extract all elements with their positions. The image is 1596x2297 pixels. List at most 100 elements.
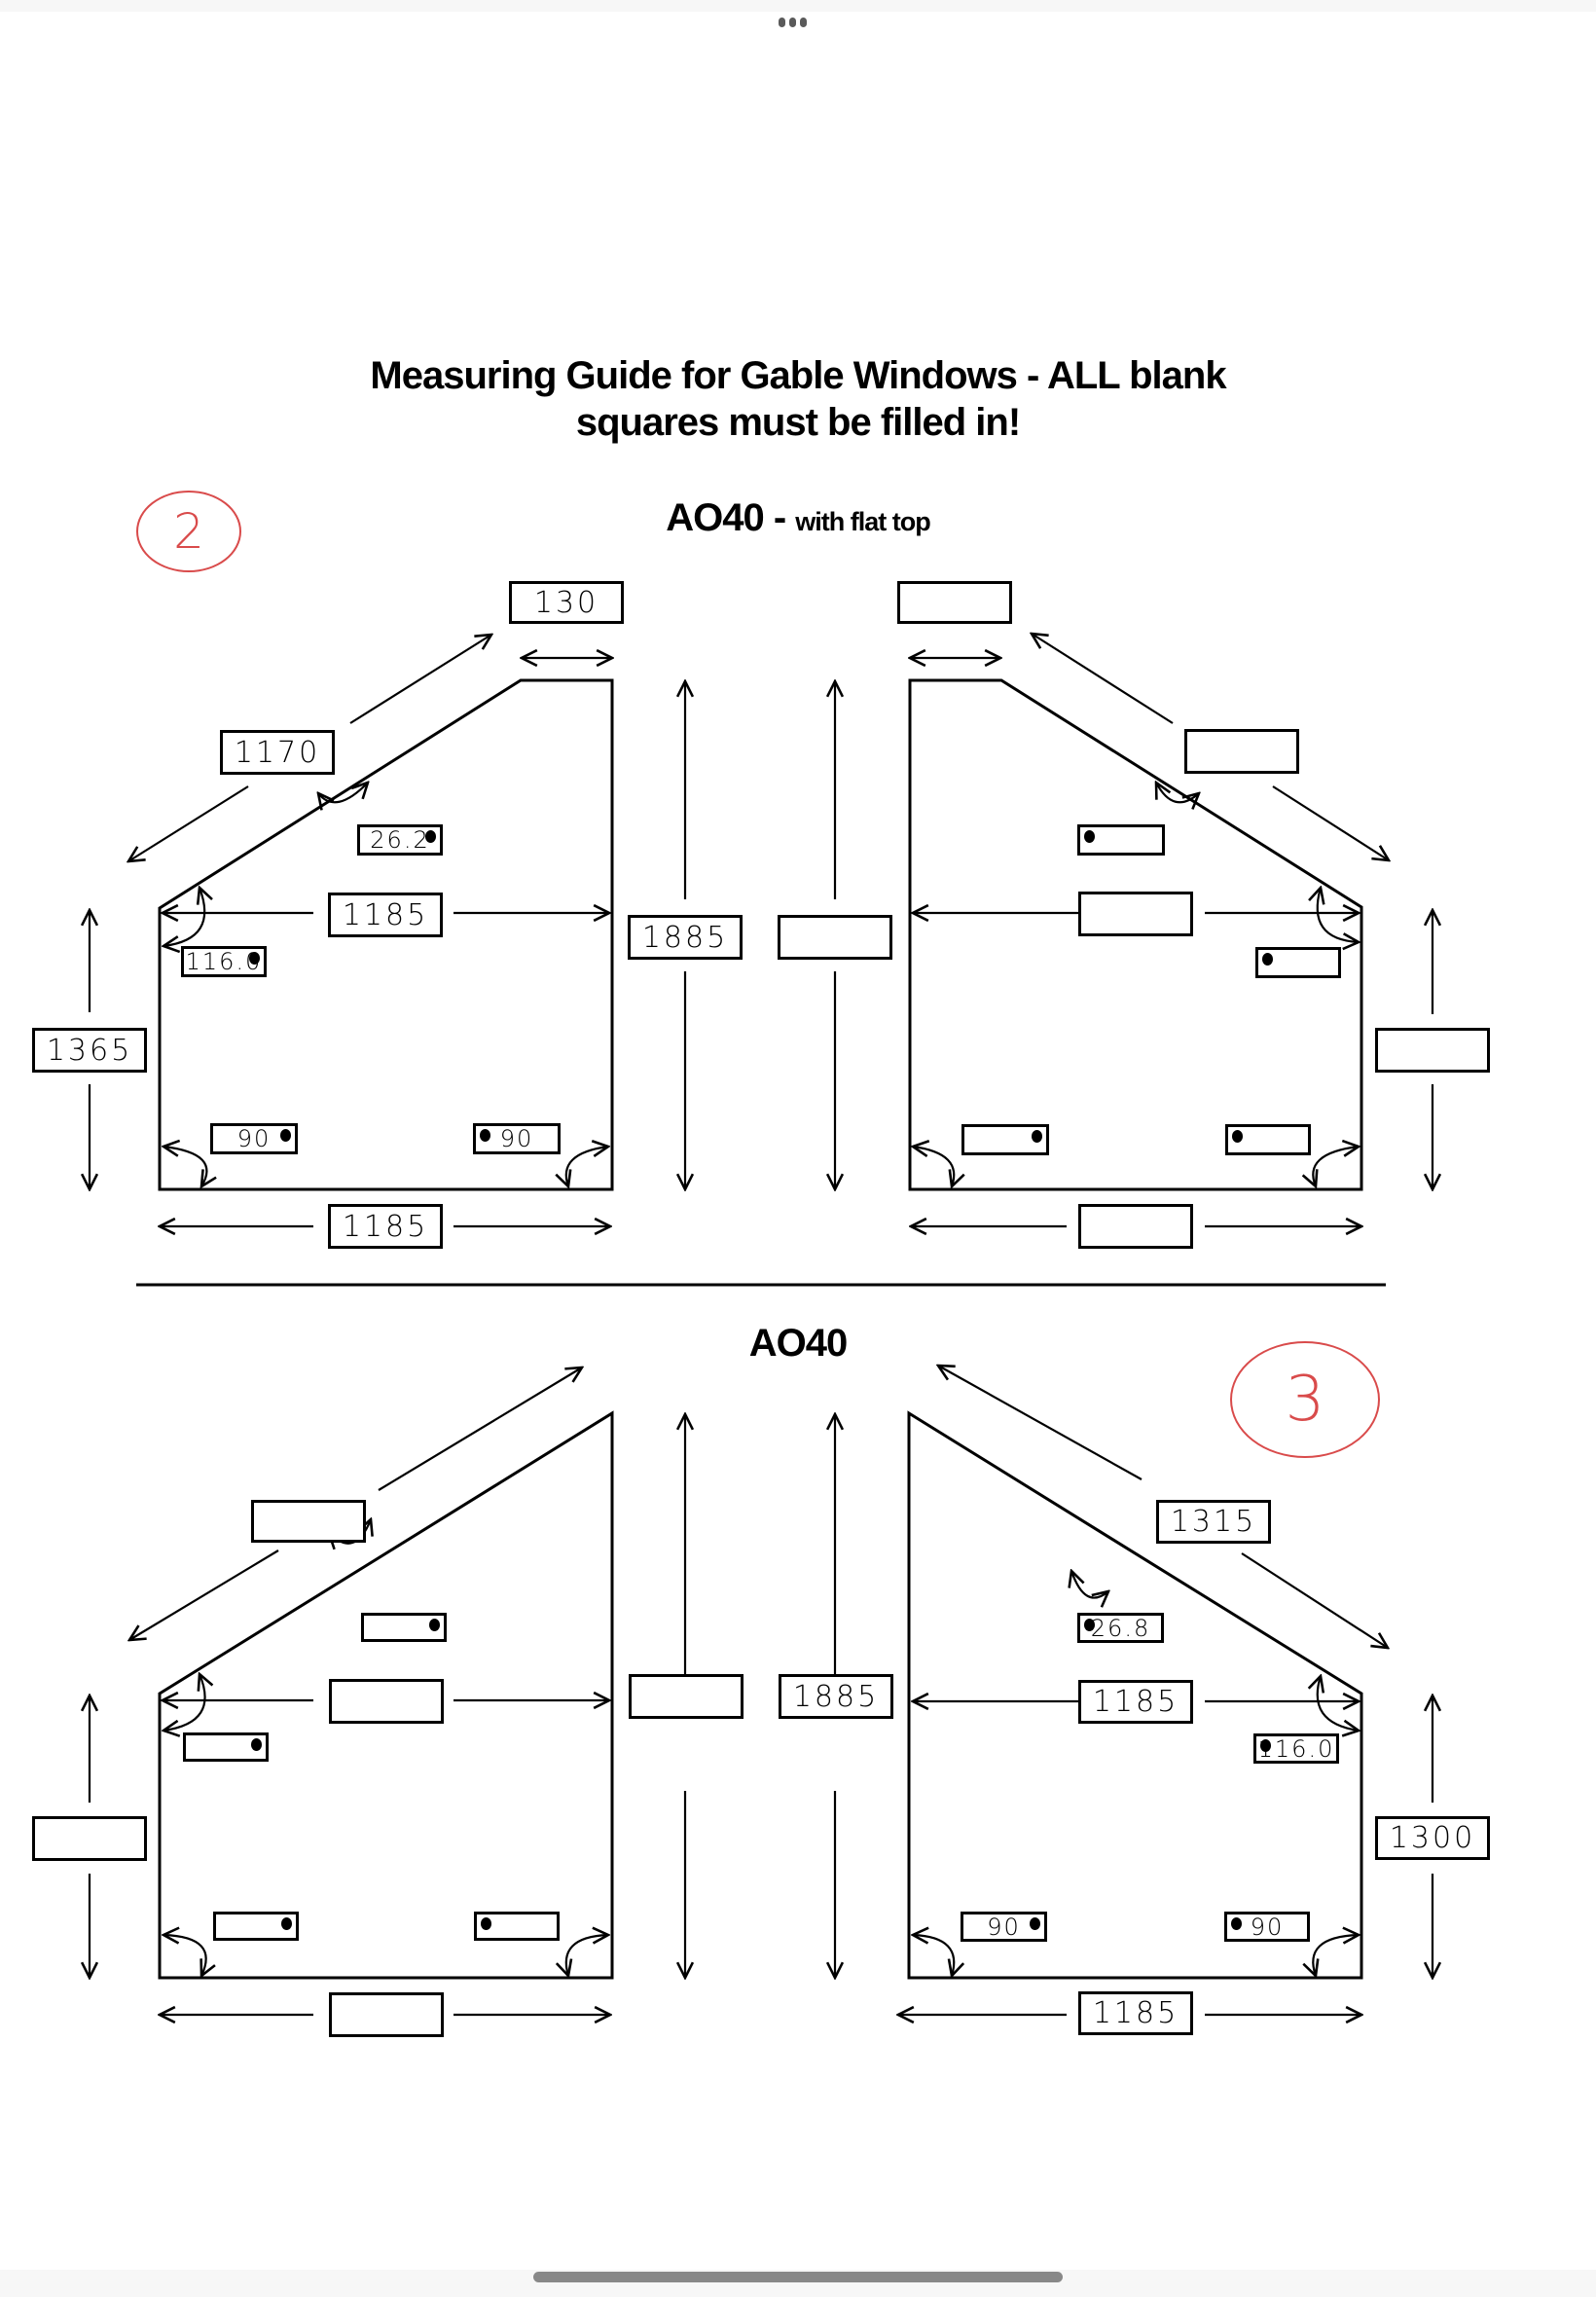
slope-angle-field[interactable]: 26.8 — [1077, 1613, 1164, 1643]
angle-arc-bottom-left — [913, 1935, 954, 1976]
left-height-field[interactable] — [32, 1816, 147, 1861]
annotation-number: 3 — [1285, 1364, 1325, 1436]
angle-arc-bottom-right — [566, 1935, 608, 1976]
mid-width-field[interactable] — [1078, 892, 1193, 936]
right-height-field[interactable]: 1885 — [628, 915, 743, 960]
section-separator: - — [763, 496, 796, 539]
left-height-field[interactable]: 1365 — [32, 1028, 147, 1073]
angle-arc-bottom-right — [566, 1147, 608, 1186]
window-shape-bottom-right — [907, 1410, 1363, 1980]
degree-icon — [1084, 830, 1095, 843]
field-value: 116.0 — [185, 948, 263, 975]
arrow-slope-lower — [129, 1550, 279, 1640]
degree-icon — [481, 1917, 491, 1930]
mid-width-field[interactable]: 1185 — [1078, 1680, 1193, 1724]
angle-arc-bottom-right — [1313, 1147, 1359, 1186]
right-height-field[interactable] — [629, 1674, 744, 1719]
degree-icon — [1032, 1130, 1042, 1143]
field-value: 90 — [987, 1913, 1021, 1941]
window-shape-bottom-left — [158, 1410, 614, 1980]
slope-length-field[interactable] — [1184, 729, 1299, 774]
slope-angle-field[interactable] — [1077, 824, 1165, 856]
field-value: 90 — [499, 1125, 534, 1152]
top-width-field[interactable]: 130 — [509, 581, 624, 624]
left-height-field[interactable] — [778, 915, 892, 960]
arrow-slope-upper — [378, 1367, 582, 1491]
degree-icon — [1262, 953, 1273, 966]
angle-arc-slope — [1156, 783, 1199, 802]
annotation-number: 2 — [173, 503, 204, 560]
degree-icon — [280, 1129, 291, 1142]
field-value: 1185 — [1092, 1996, 1179, 2030]
right-height-field[interactable]: 1300 — [1375, 1816, 1490, 1860]
field-value: 1185 — [1092, 1685, 1179, 1719]
upper-corner-angle-field[interactable] — [1255, 947, 1341, 978]
field-value: 1885 — [641, 920, 729, 955]
angle-arc-bottom-left — [163, 1147, 206, 1186]
degree-icon — [425, 830, 436, 843]
section-code: AO40 — [666, 496, 764, 539]
slope-angle-field[interactable]: 26.2 — [357, 824, 443, 856]
bottom-right-angle-field[interactable] — [474, 1912, 560, 1941]
field-value: 1365 — [46, 1033, 133, 1068]
home-indicator[interactable] — [533, 2272, 1063, 2282]
upper-corner-angle-field[interactable]: 116.0 — [181, 946, 267, 977]
slope-length-field[interactable] — [251, 1500, 366, 1543]
degree-icon — [1231, 1917, 1242, 1930]
degree-icon — [429, 1619, 440, 1631]
field-value: 1185 — [342, 1209, 429, 1244]
right-height-field[interactable] — [1375, 1028, 1490, 1073]
field-value: 130 — [533, 585, 599, 620]
field-value: 90 — [1250, 1913, 1285, 1941]
slope-length-field[interactable]: 1315 — [1156, 1500, 1271, 1544]
arrow-slope-lower — [1272, 785, 1389, 860]
bottom-width-field[interactable] — [329, 1992, 444, 2037]
title-line-1: Measuring Guide for Gable Windows - ALL … — [370, 354, 1226, 397]
mid-width-field[interactable] — [329, 1679, 444, 1724]
bottom-right-angle-field[interactable] — [1225, 1124, 1311, 1155]
annotation-circle-3: 3 — [1230, 1341, 1380, 1458]
upper-corner-angle-field[interactable] — [183, 1732, 269, 1762]
bottom-right-angle-field[interactable]: 90 — [1224, 1912, 1310, 1942]
arrow-slope-upper — [938, 1366, 1143, 1480]
bottom-width-field[interactable]: 1185 — [328, 1204, 443, 1249]
degree-icon — [249, 952, 260, 965]
arrow-slope-upper — [349, 635, 491, 724]
degree-icon — [1030, 1917, 1040, 1930]
bottom-left-angle-field[interactable]: 90 — [961, 1912, 1047, 1942]
angle-arc-upper-corner — [1318, 888, 1359, 942]
left-height-field[interactable]: 1885 — [779, 1674, 893, 1719]
degree-icon — [281, 1917, 292, 1930]
angle-arc-upper-corner — [1318, 1676, 1359, 1731]
window-shape-top-right — [908, 678, 1363, 1191]
angle-arc-slope — [1071, 1571, 1108, 1598]
slope-angle-field[interactable] — [361, 1613, 447, 1642]
degree-icon — [251, 1738, 262, 1751]
top-width-field[interactable] — [897, 581, 1012, 624]
field-value: 26.2 — [370, 826, 430, 854]
page-title: Measuring Guide for Gable Windows - ALL … — [0, 352, 1596, 446]
slope-length-field[interactable]: 1170 — [220, 730, 335, 775]
field-value: 1185 — [342, 897, 429, 932]
degree-icon — [1084, 1619, 1095, 1631]
degree-icon — [480, 1129, 490, 1142]
field-value: 1170 — [234, 735, 321, 770]
bottom-left-angle-field[interactable] — [213, 1912, 299, 1941]
bottom-width-field[interactable]: 1185 — [1078, 1991, 1193, 2035]
degree-icon — [1232, 1130, 1243, 1143]
bottom-left-angle-field[interactable] — [961, 1124, 1049, 1155]
angle-arc-slope — [318, 783, 368, 802]
field-value: 26.8 — [1090, 1614, 1151, 1642]
field-value: 1300 — [1389, 1821, 1476, 1855]
degree-icon — [1260, 1739, 1271, 1752]
bottom-left-angle-field[interactable]: 90 — [210, 1123, 298, 1154]
mid-width-field[interactable]: 1185 — [328, 893, 443, 937]
angle-arc-bottom-left — [163, 1935, 206, 1976]
bottom-right-angle-field[interactable]: 90 — [473, 1123, 561, 1154]
bottom-width-field[interactable] — [1078, 1204, 1193, 1249]
more-options-icon[interactable] — [779, 18, 807, 27]
status-bar — [0, 0, 1596, 12]
upper-corner-angle-field[interactable]: 116.0 — [1253, 1733, 1339, 1764]
arrow-slope-lower — [128, 785, 249, 861]
